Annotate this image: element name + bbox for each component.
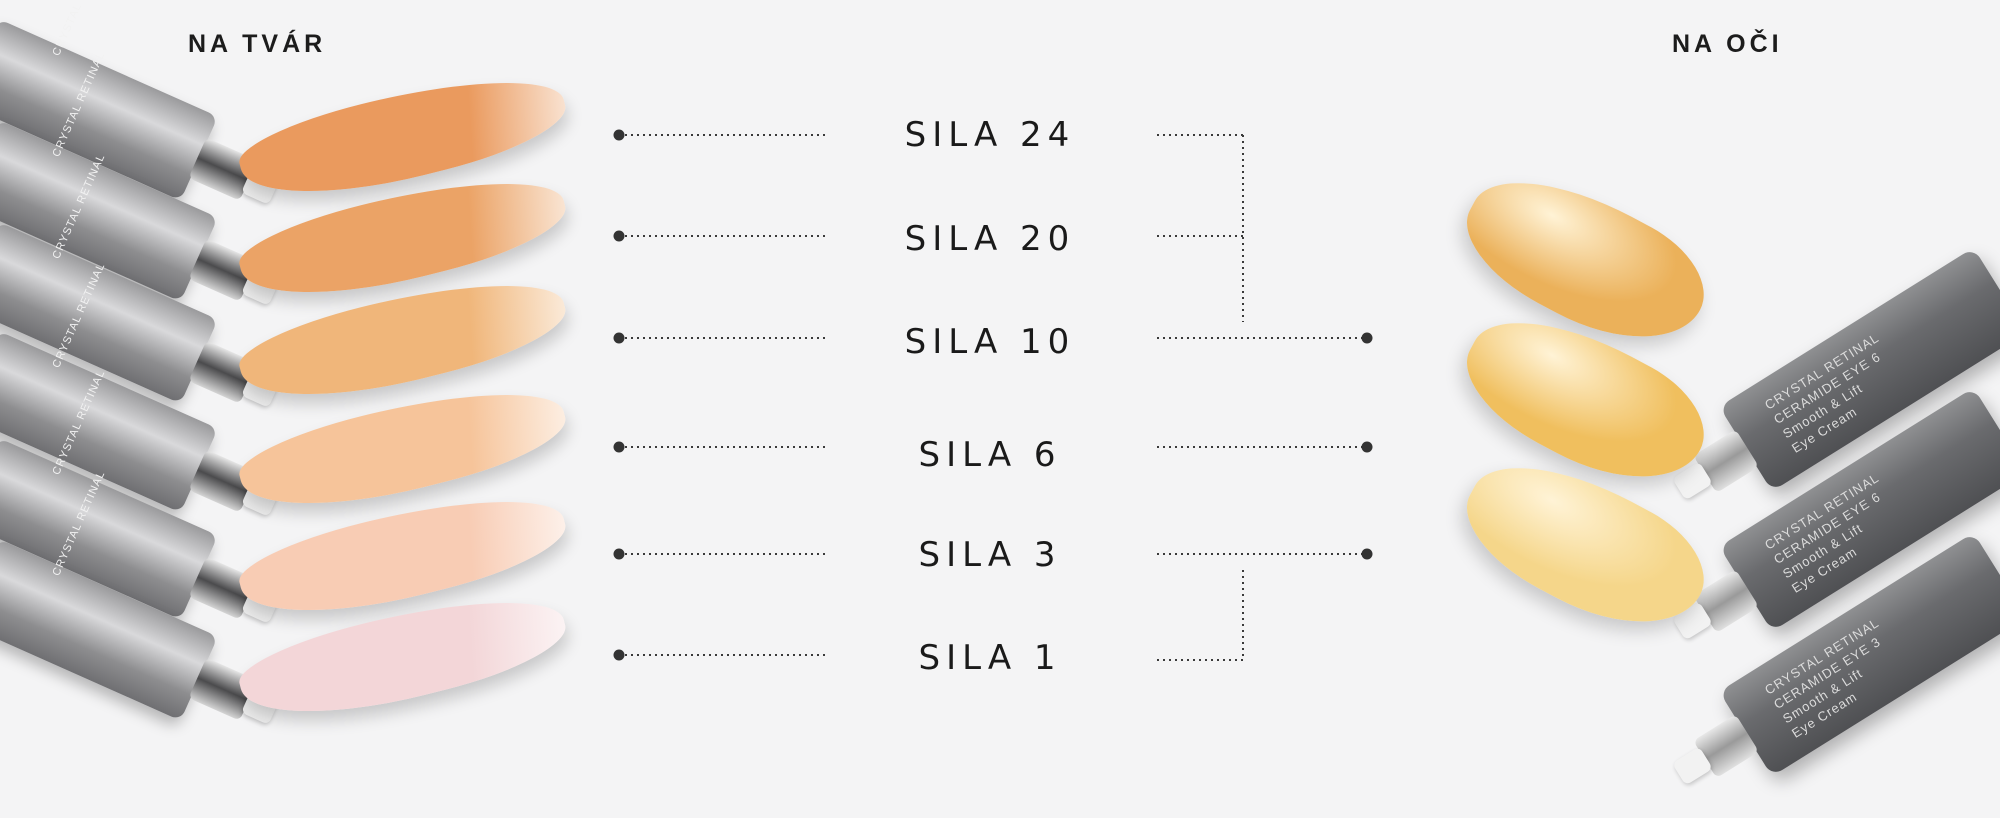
level-label-20: SILA 20 <box>904 219 1076 259</box>
eye-heading: NA OČI <box>1672 30 1783 58</box>
level-label-1: SILA 1 <box>918 638 1062 678</box>
connector-dot <box>613 548 625 560</box>
level-label-24: SILA 24 <box>904 115 1076 155</box>
connector-dot <box>1361 332 1373 344</box>
level-label-3: SILA 3 <box>918 535 1062 575</box>
connector-dot <box>613 332 625 344</box>
connector-dot <box>1361 441 1373 453</box>
connector-dot <box>613 230 625 242</box>
connector-dot <box>613 441 625 453</box>
connector-dot <box>1361 548 1373 560</box>
level-label-10: SILA 10 <box>904 322 1076 362</box>
connector-dot <box>613 129 625 141</box>
connector-dot <box>613 649 625 661</box>
face-heading: NA TVÁR <box>188 30 327 58</box>
connector-lines <box>613 129 1373 661</box>
level-label-6: SILA 6 <box>918 435 1062 475</box>
